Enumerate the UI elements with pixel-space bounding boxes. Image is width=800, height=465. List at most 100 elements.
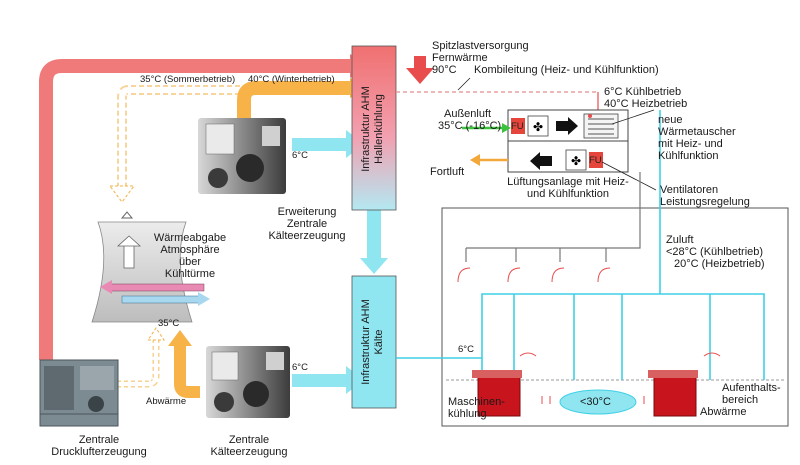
lueftung-label-2: und Kühlfunktion: [527, 188, 609, 200]
abwaerme-dashed-inner: [96, 340, 158, 386]
machine-left: [477, 375, 521, 417]
air-compressor: [39, 359, 119, 427]
waermeabgabe-label-4: Kühltürme: [164, 268, 216, 280]
fu-box-upper: [511, 118, 525, 134]
cold-arrow-lower-body: [292, 374, 348, 387]
winter-warm-pipe: [237, 81, 352, 120]
waermeabgabe-label-1: Wärmeabgabe: [153, 232, 227, 244]
waermetauscher-pointer: [611, 109, 655, 125]
abwaerme-right-label: Abwärme: [700, 406, 747, 418]
spitzlast-arrow-body: [414, 56, 426, 70]
hall-outline: [441, 207, 789, 427]
fu-label-2: FU: [589, 155, 602, 166]
waermetauscher-label-2: Wärmetauscher: [658, 126, 736, 138]
aufenthalt-label-2: bereich: [722, 394, 759, 406]
tower-up-head: [116, 235, 142, 247]
flow-arrow-left-icon: [530, 152, 552, 170]
fan-icon-upper: ✤: [533, 120, 543, 134]
temp-6c-upper: 6°C: [292, 150, 308, 161]
temp-6c-lower: 6°C: [292, 362, 308, 373]
waermetauscher-label-4: Kühlfunktion: [658, 150, 719, 162]
hx-inlet-dot: [588, 114, 592, 118]
erweiterung-label-3: Kälteerzeugung: [268, 230, 346, 242]
fu-label-1: FU: [511, 121, 524, 132]
flow-arrow-right-icon: [556, 117, 578, 135]
chiller-lower: [206, 346, 290, 418]
summer-dashed-arrow: [109, 185, 135, 203]
ventilatoren-label-1: Ventilatoren: [660, 184, 719, 196]
supply-duct: [466, 172, 641, 249]
abwaerme-dashed-arrow: [147, 327, 165, 341]
tower-heat-arrow-up: [123, 243, 135, 269]
zentrale-kaelte-label-2: Kälteerzeugung: [210, 446, 288, 458]
aussenluft-arrow-head: [502, 123, 511, 133]
tower-hot-in-head: [100, 280, 112, 294]
lt30-label: <30°C: [580, 396, 612, 408]
aussenluft-label-2: 35°C (-16°C): [438, 120, 502, 132]
winter-label: 40°C (Winterbetrieb): [248, 74, 335, 85]
temperature-ellipse: [559, 389, 637, 415]
spitzlast-label-2: Fernwärme: [432, 52, 488, 64]
hot-pipe: [39, 59, 352, 360]
spitzlast-arrow-head: [406, 68, 434, 84]
ahm-kaelte-label: Infrastruktur AHM Kälte: [360, 280, 388, 404]
ahm-kaelte-box: [351, 275, 397, 409]
cold-water-main: [396, 293, 765, 380]
ventilatoren-label-2: Leistungsregelung: [660, 196, 750, 208]
fan-box-lower: [565, 149, 587, 171]
fan-box-upper: [527, 115, 549, 137]
vertical-cold-pipe: [367, 210, 381, 262]
temp-6c-hall: 6°C: [458, 344, 474, 355]
temp-35c: 35°C: [158, 318, 180, 329]
kombileitung-label: Kombileitung (Heiz- und Kühlfunktion): [474, 64, 659, 76]
abwaerme-orange-arrow: [168, 330, 192, 346]
ahm-hall-box: [351, 45, 397, 211]
machine-right: [653, 375, 697, 417]
zuluft-label-2: <28°C (Kühlbetrieb): [666, 246, 764, 258]
druckluft-label-1: Zentrale: [78, 434, 120, 446]
maschinen-label-2: kühlung: [448, 408, 487, 420]
tower-cold-out: [121, 295, 201, 304]
lueftung-label-1: Lüftungsanlage mit Heiz-: [507, 176, 629, 188]
tower-cold-out-head: [198, 292, 210, 306]
aussenluft-label-1: Außenluft: [444, 108, 492, 120]
waermetauscher-label-1: neue: [658, 114, 683, 126]
fu-box-lower: [589, 152, 603, 168]
cold-arrow-upper-body: [292, 138, 348, 151]
druckluft-label-2: Drucklufterzeugung: [51, 446, 147, 458]
zuluft-label-3: 20°C (Heizbetrieb): [674, 258, 765, 270]
fortluft-label: Fortluft: [430, 166, 465, 178]
spitzlast-label-3: 90°C: [432, 64, 457, 76]
kombileitung-pointer: [457, 77, 471, 91]
machine-right-top: [648, 370, 698, 378]
zuluft-label-1: Zuluft: [666, 234, 694, 246]
fortluft-arrow-head: [470, 154, 480, 166]
aufenthalt-label-1: Aufenthalts-: [722, 382, 781, 394]
tower-hot-in: [109, 283, 205, 292]
erweiterung-label-1: Erweiterung: [277, 206, 337, 218]
supply-air-arrows: [457, 267, 611, 283]
fan-icon-lower: ✤: [571, 154, 581, 168]
ahm-hall-label-2: Hallenkühlung: [373, 94, 385, 164]
spitzlast-label-1: Spitzlastversorgung: [432, 40, 529, 52]
kuehlbetrieb-label: 6°C Kühlbetrieb: [604, 86, 682, 98]
waermeabgabe-label-3: über: [178, 256, 202, 268]
ahm-hall-label: Infrastruktur AHM Hallenkühlung: [360, 67, 388, 191]
tower-vapor-icon: [120, 211, 134, 219]
heizbetrieb-label: 40°C Heizbetrieb: [604, 98, 688, 110]
erweiterung-label-2: Zentrale: [286, 218, 328, 230]
zentrale-kaelte-label-1: Zentrale: [228, 434, 270, 446]
machine-left-top: [472, 370, 522, 378]
ahm-kaelte-label-1: Infrastruktur AHM: [360, 299, 372, 385]
ahm-hall-label-1: Infrastruktur AHM: [360, 86, 372, 172]
abwaerme-orange-pipe: [174, 344, 200, 398]
sommer-label: 35°C (Sommerbetrieb): [140, 74, 236, 85]
summer-dashed-inner: [119, 87, 360, 186]
waermetauscher-label-3: mit Heiz- und: [658, 138, 723, 150]
vertical-cold-arrow: [360, 258, 388, 274]
waermeabgabe-label-2: Atmosphäre: [160, 244, 220, 256]
abwaerme-left-label: Abwärme: [146, 396, 187, 407]
chiller-upper: [198, 118, 286, 194]
maschinen-label-1: Maschinen-: [448, 396, 505, 408]
